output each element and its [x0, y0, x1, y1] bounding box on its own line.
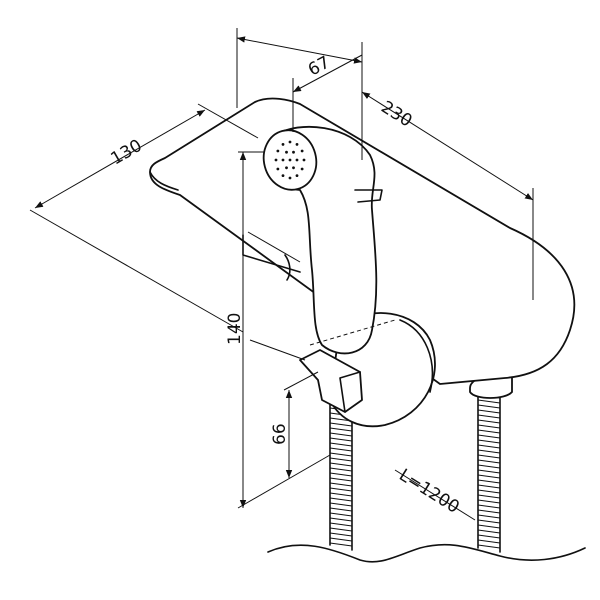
spray-hole	[281, 174, 285, 177]
dim-130: 130	[108, 136, 146, 170]
spray-hole	[281, 143, 285, 146]
hose-left	[329, 399, 353, 551]
dim-67: 67	[305, 53, 333, 81]
spray-hole	[288, 176, 292, 180]
spray-hole	[300, 167, 304, 171]
spray-hole	[295, 174, 299, 177]
spray-hole	[276, 167, 280, 171]
hose-right	[477, 377, 501, 553]
spray-hole	[292, 166, 295, 170]
spray-hole	[295, 143, 299, 146]
dim-66: 66	[270, 423, 290, 445]
ground-line	[267, 543, 586, 563]
spray-hole	[288, 140, 292, 144]
spray-hole	[285, 166, 288, 170]
spray-hole	[288, 158, 292, 162]
spray-hole	[276, 149, 280, 153]
spray-hole	[292, 150, 295, 154]
spray-hole	[274, 158, 278, 162]
spray-holes	[274, 140, 306, 180]
spray-hole	[285, 150, 288, 154]
dim-230: 230	[377, 97, 415, 131]
spray-hole	[281, 158, 285, 162]
spray-hole	[300, 149, 304, 153]
dim-140: 140	[225, 313, 245, 345]
holder-bracket	[299, 349, 363, 413]
spray-hole	[302, 158, 306, 162]
spray-hole	[295, 158, 299, 162]
